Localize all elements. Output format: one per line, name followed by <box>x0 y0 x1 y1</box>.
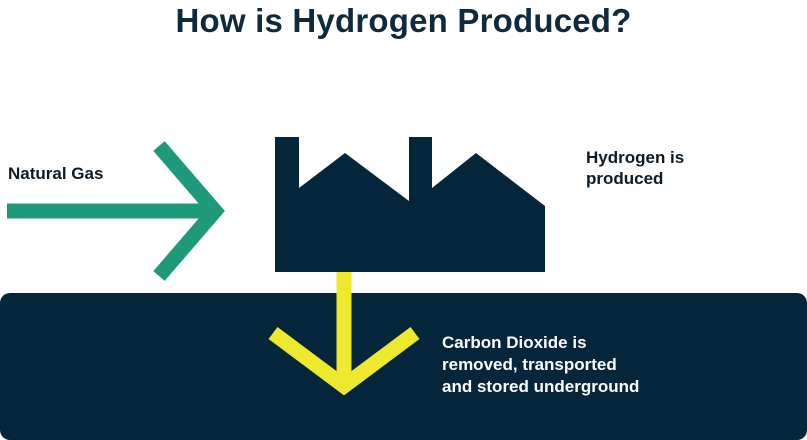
page-title: How is Hydrogen Produced? <box>175 2 632 39</box>
natural-gas-label: Natural Gas <box>8 164 104 183</box>
arrow-right-icon <box>7 141 225 281</box>
co2-storage-line: Carbon Dioxide is <box>442 333 587 352</box>
underground-area <box>0 293 807 440</box>
factory-icon <box>275 137 545 272</box>
hydrogen-output-line: produced <box>586 169 664 188</box>
arrow-down-icon <box>268 272 420 396</box>
co2-storage-label: Carbon Dioxide is removed, transported a… <box>442 332 639 398</box>
co2-storage-line: and stored underground <box>442 377 640 396</box>
co2-storage-line: removed, transported <box>442 355 617 374</box>
hydrogen-output-label: Hydrogen is produced <box>586 147 684 189</box>
hydrogen-output-line: Hydrogen is <box>586 148 685 167</box>
